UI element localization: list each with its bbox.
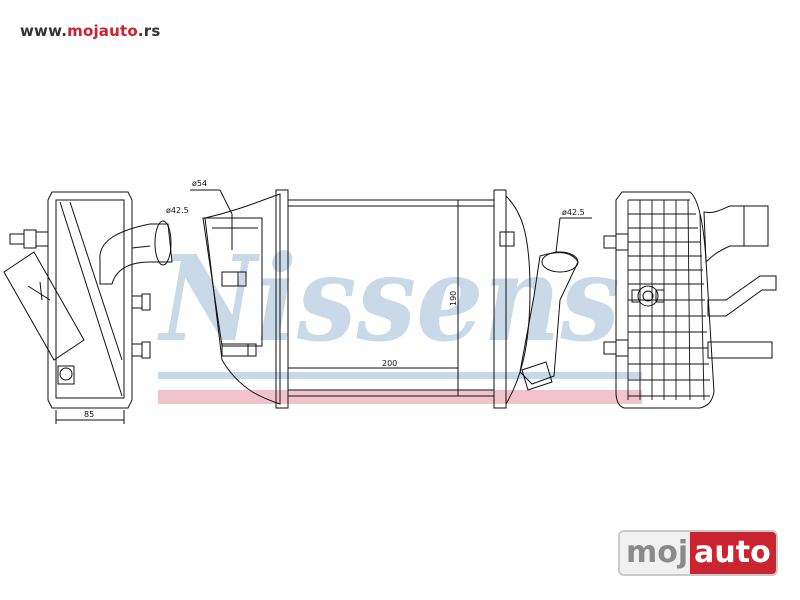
dim-core-width: 200 — [382, 359, 397, 368]
dim-side-width: 85 — [84, 410, 94, 419]
site-url-suffix: .rs — [137, 22, 161, 40]
nissens-watermark: Nissens — [156, 229, 620, 368]
right-side-view — [603, 191, 777, 409]
front-view — [190, 189, 592, 409]
site-url-brand: mojauto — [67, 22, 138, 40]
watermark-stripe-blue — [158, 372, 642, 379]
watermark-stripe-pink — [158, 390, 642, 404]
dim-left-outlet-diameter: ø42.5 — [166, 206, 189, 215]
site-url[interactable]: www.mojauto.rs — [20, 22, 161, 40]
site-url-prefix: www. — [20, 22, 68, 40]
dim-core-height: 190 — [449, 291, 458, 306]
mojauto-logo[interactable]: moj auto — [618, 530, 778, 576]
logo-part-auto: auto — [690, 532, 776, 574]
dim-inlet-diameter: ø54 — [192, 179, 207, 188]
left-side-view — [3, 191, 173, 424]
logo-part-moj: moj — [620, 532, 691, 574]
dim-right-outlet-diameter: ø42.5 — [562, 208, 585, 217]
